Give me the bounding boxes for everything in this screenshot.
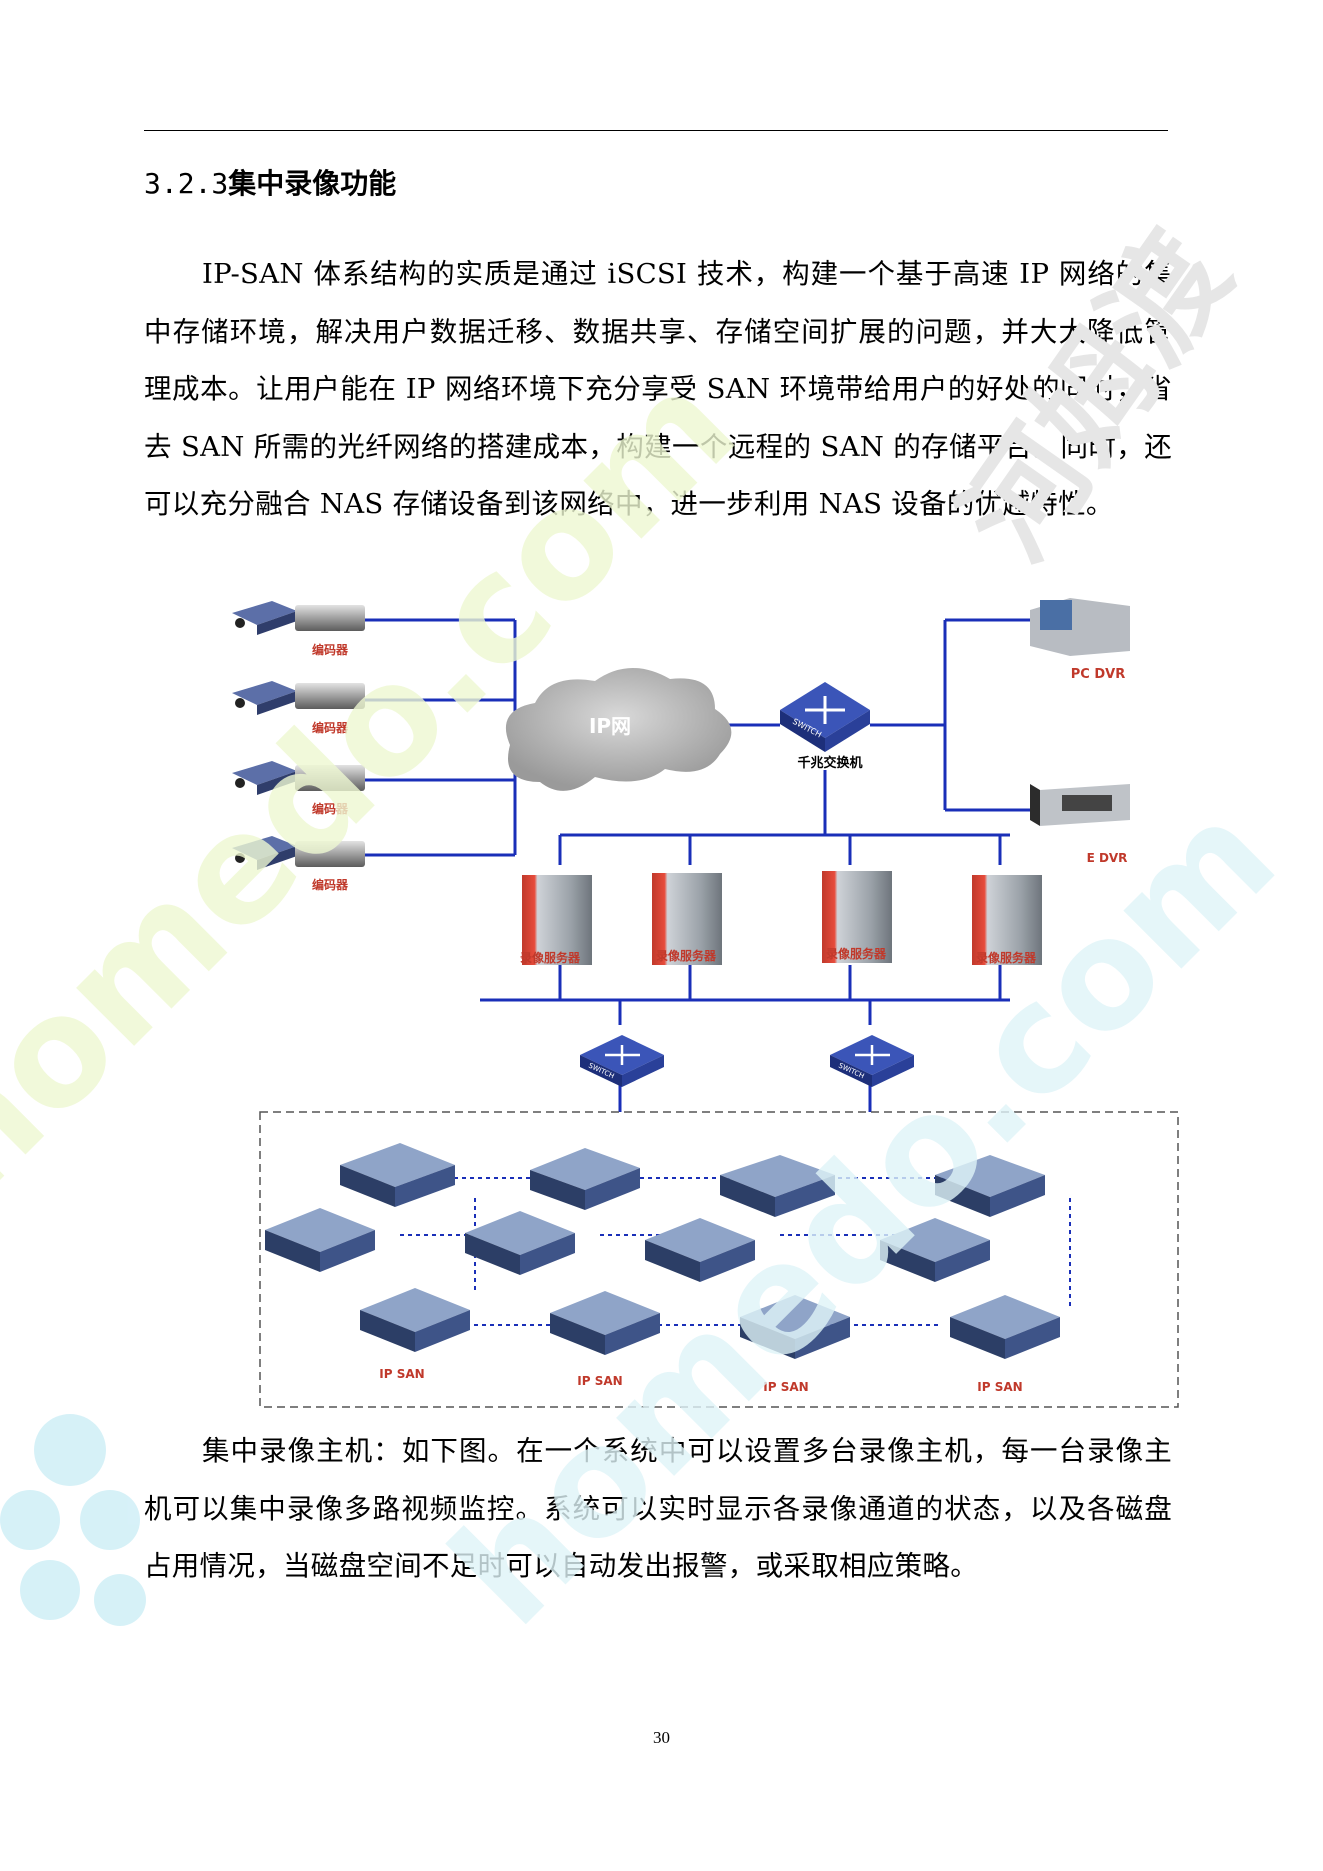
encoder-device: [295, 683, 365, 709]
storage-area-frame: [259, 1111, 1179, 1408]
switch-arrows-icon: [855, 1045, 890, 1065]
ip-san-rack: [740, 1295, 850, 1359]
server-label: 录像服务器: [656, 948, 717, 963]
ip-network-cloud: IP网: [505, 667, 732, 791]
ip-san-rack: [550, 1291, 660, 1355]
ip-san-racks: [265, 1143, 1060, 1359]
storage-switch-left: SWITCH: [580, 1035, 664, 1087]
network-diagram: 编码器 编码器 编码器 编码器 IP网 SWITCH 千兆交换机: [232, 598, 1179, 1408]
ip-san-rack: [645, 1218, 755, 1282]
flower-logo-icon: [0, 1414, 146, 1626]
ip-san-rack: [720, 1155, 835, 1217]
ip-san-rack: [360, 1288, 470, 1352]
encoder-device: [295, 841, 365, 867]
encoder-group: 编码器 编码器 编码器 编码器: [232, 601, 365, 892]
pc-dvr-label: PC DVR: [1071, 667, 1125, 682]
recording-server: [522, 875, 592, 965]
server-label: 录像服务器: [520, 950, 581, 965]
pc-dvr: PC DVR: [1030, 598, 1130, 682]
ip-san-label: IP SAN: [763, 1380, 808, 1394]
recording-server: [652, 873, 722, 965]
camera-icon: [232, 601, 297, 635]
ip-san-label: IP SAN: [577, 1374, 622, 1388]
camera-icon: [232, 681, 297, 715]
encoder-device: [295, 765, 365, 791]
ip-san-rack: [880, 1218, 990, 1282]
switch-arrows-icon: [805, 696, 845, 724]
gigabit-switch-label: 千兆交换机: [797, 755, 862, 771]
encoder-label: 编码器: [311, 720, 349, 735]
section-heading: 3.2.3集中录像功能: [144, 162, 396, 202]
server-label: 录像服务器: [826, 946, 887, 961]
camera-icon: [232, 761, 297, 795]
server-label: 录像服务器: [976, 950, 1037, 965]
ip-san-label: IP SAN: [977, 1380, 1022, 1394]
recording-server: [972, 875, 1042, 965]
page-number: 30: [653, 1728, 670, 1747]
ip-san-rack: [530, 1148, 640, 1210]
paragraph-recording-host: 集中录像主机：如下图。在一个系统中可以设置多台录像主机，每一台录像主机可以集中录…: [144, 1435, 1172, 1582]
switch-arrows-icon: [605, 1045, 640, 1065]
recording-servers: 录像服务器 录像服务器 录像服务器 录像服务器: [520, 871, 1042, 965]
section-title: 集中录像功能: [228, 167, 397, 200]
ip-san-rack: [265, 1208, 375, 1272]
ip-san-label: IP SAN: [379, 1367, 424, 1381]
ip-network-label: IP网: [589, 714, 631, 738]
e-dvr-label: E DVR: [1087, 851, 1128, 865]
ip-san-rack: [950, 1295, 1060, 1359]
section-number: 3.2.3: [144, 167, 229, 200]
paragraph-ip-san: IP-SAN 体系结构的实质是通过 iSCSI 技术，构建一个基于高速 IP 网…: [144, 258, 1172, 520]
recording-server: [822, 871, 892, 963]
encoder-label: 编码器: [311, 801, 349, 816]
ip-san-rack: [935, 1155, 1045, 1217]
ip-san-rack: [340, 1143, 455, 1207]
storage-switch-right: SWITCH: [830, 1035, 914, 1087]
gigabit-switch: SWITCH 千兆交换机: [780, 682, 870, 771]
encoder-label: 编码器: [311, 642, 349, 657]
camera-icon: [232, 836, 297, 870]
encoder-label: 编码器: [311, 877, 349, 892]
encoder-device: [295, 605, 365, 631]
ip-san-rack: [465, 1211, 575, 1275]
e-dvr: E DVR: [1030, 784, 1130, 865]
header-rule: [144, 130, 1168, 131]
